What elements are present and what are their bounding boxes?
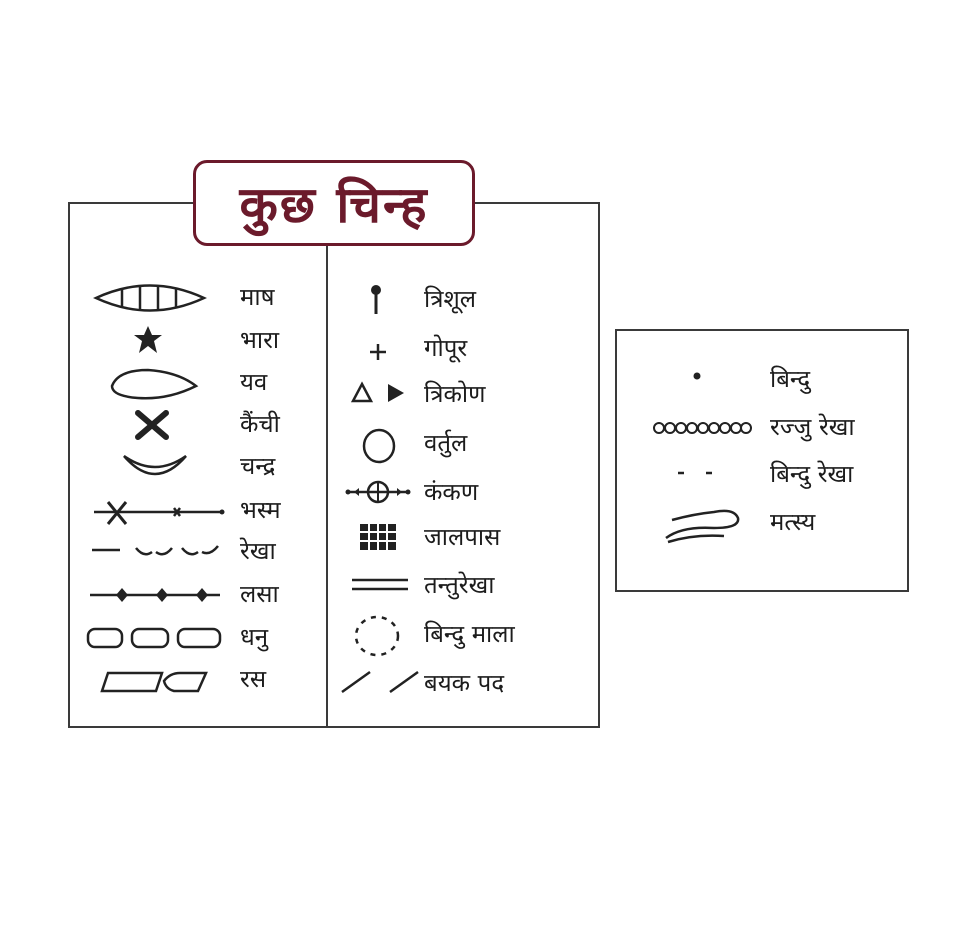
label-ras: रस bbox=[240, 665, 267, 693]
label-bhasm: भस्म bbox=[240, 496, 281, 524]
crescent-icon bbox=[123, 454, 187, 476]
chain-line-icon bbox=[653, 422, 752, 434]
label-bhara: भारा bbox=[240, 326, 280, 354]
circle-icon bbox=[362, 428, 396, 464]
label-trikon: त्रिकोण bbox=[424, 380, 486, 408]
label-bindu: बिन्दु bbox=[770, 365, 811, 393]
label-tanturekha: तन्तुरेखा bbox=[424, 571, 495, 599]
label-vartul: वर्तुल bbox=[424, 429, 468, 457]
dot-line-icon bbox=[678, 471, 712, 475]
cross-x-icon bbox=[135, 410, 169, 440]
star-icon bbox=[134, 326, 162, 353]
rounded-rects-icon bbox=[86, 627, 222, 649]
leaf-oval-icon bbox=[110, 368, 199, 400]
dotted-circle-icon bbox=[354, 615, 400, 657]
label-mash: माष bbox=[240, 283, 275, 311]
parallelogram-pair-icon bbox=[100, 671, 208, 693]
label-lasa: लसा bbox=[240, 580, 279, 608]
label-kainchi: कैंची bbox=[240, 410, 280, 438]
label-yav: यव bbox=[240, 368, 268, 396]
triangles-icon bbox=[350, 381, 404, 403]
label-trishul: त्रिशूल bbox=[424, 285, 477, 313]
label-gopur: गोपूर bbox=[424, 334, 468, 362]
dotted-diamond-line-icon bbox=[90, 588, 220, 602]
label-jalpas: जालपास bbox=[424, 523, 501, 551]
title-badge: कुछ चिन्ह bbox=[193, 160, 475, 246]
line-with-crosses-icon bbox=[94, 501, 225, 525]
slashes-icon bbox=[341, 670, 419, 694]
label-bindu-mala: बिन्दु माला bbox=[424, 620, 515, 648]
bracelet-icon bbox=[345, 480, 411, 504]
label-chandra: चन्द्र bbox=[240, 452, 276, 480]
label-bayak-pad: बयक पद bbox=[424, 669, 505, 697]
label-bindu-rekha: बिन्दु रेखा bbox=[770, 460, 854, 488]
double-line-icon bbox=[352, 578, 408, 591]
grid-icon bbox=[360, 524, 396, 550]
label-dhanu: धनु bbox=[240, 623, 269, 651]
label-rekha: रेखा bbox=[240, 537, 276, 565]
side-symbol-box bbox=[615, 329, 909, 592]
label-rajju-rekha: रज्जु रेखा bbox=[770, 413, 855, 441]
column-divider bbox=[326, 202, 328, 728]
plus-icon bbox=[370, 344, 386, 360]
label-matsya: मत्स्य bbox=[770, 508, 816, 536]
dash-curve-line-icon bbox=[92, 545, 219, 556]
label-kankan: कंकण bbox=[424, 478, 479, 506]
page-title: कुछ चिन्ह bbox=[239, 176, 429, 234]
dot-icon bbox=[693, 372, 701, 380]
eye-shape-icon bbox=[93, 284, 207, 312]
fish-shape-icon bbox=[665, 509, 740, 544]
trident-icon bbox=[371, 285, 381, 314]
